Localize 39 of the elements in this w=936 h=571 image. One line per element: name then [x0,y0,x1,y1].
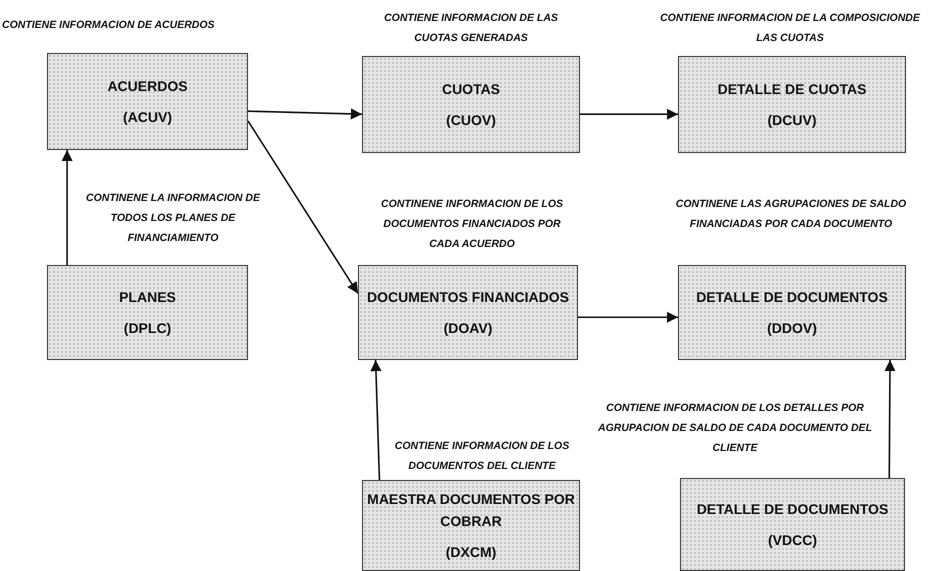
table-description: CONTIENE INFORMACION DE LA COMPOSICIONDE LAS CUOTAS [659,11,921,46]
table-box [362,56,580,153]
table-box [358,265,578,360]
table-description: CONTINENE INFORMACION DE LOS DOCUMENTOS FINANCIADOS POR CADA ACUERDO [380,197,564,252]
table-code: (DPLC) [122,318,172,338]
table-name: PLANES [118,288,177,308]
table-name: ACUERDOS [106,77,189,96]
table-description: CONTIENE INFORMACION DE ACUERDOS [2,18,216,33]
table-code: (VDCC) [767,530,818,550]
table-description: CONTIENE INFORMACION DE LAS CUOTAS GENERADAS [383,11,559,46]
table-name: MAESTRA DOCUMENTOS POR COBRAR [366,490,576,532]
table-name: CUOTAS [440,80,502,100]
table-code: (CUOV) [445,110,497,130]
table-code: (ACUV) [122,108,173,127]
table-box [47,53,248,150]
arrow [580,108,678,120]
table-box [678,265,906,360]
table-code: (DCUV) [766,110,818,130]
arrow [370,360,382,480]
table-description: CONTIENE INFORMACION DE LOS DETALLES POR AGRUPACION DE SALDO DE CADA DOCUMENTO DEL CLIENTE [597,401,873,456]
table-code: (DOAV) [442,318,494,338]
arrow [247,120,359,294]
table-box [678,56,906,153]
table-description: CONTINENE LA INFORMACION DE TODOS LOS PLANES DE FINANCIAMIENTO [84,191,262,246]
table-code: (DXCM) [444,542,498,562]
table-name: DETALLE DE DOCUMENTOS [695,288,889,308]
arrow [248,108,362,120]
table-description: CONTINENE LAS AGRUPACIONES DE SALDO FINANCIADAS POR CADA DOCUMENTO [674,197,908,232]
table-name: DETALLE DE CUOTAS [716,80,868,100]
arrow [578,312,678,323]
table-name: DETALLE DE DOCUMENTOS [696,500,890,520]
arrow [884,360,896,478]
table-code: (DDOV) [766,318,818,338]
arrow [62,150,73,265]
table-box [47,265,248,360]
table-box [680,478,905,571]
table-box [362,480,580,571]
table-name: DOCUMENTOS FINANCIADOS [366,288,570,308]
table-description: CONTIENE INFORMACION DE LOS DOCUMENTOS DEL CLIENTE [394,439,570,474]
